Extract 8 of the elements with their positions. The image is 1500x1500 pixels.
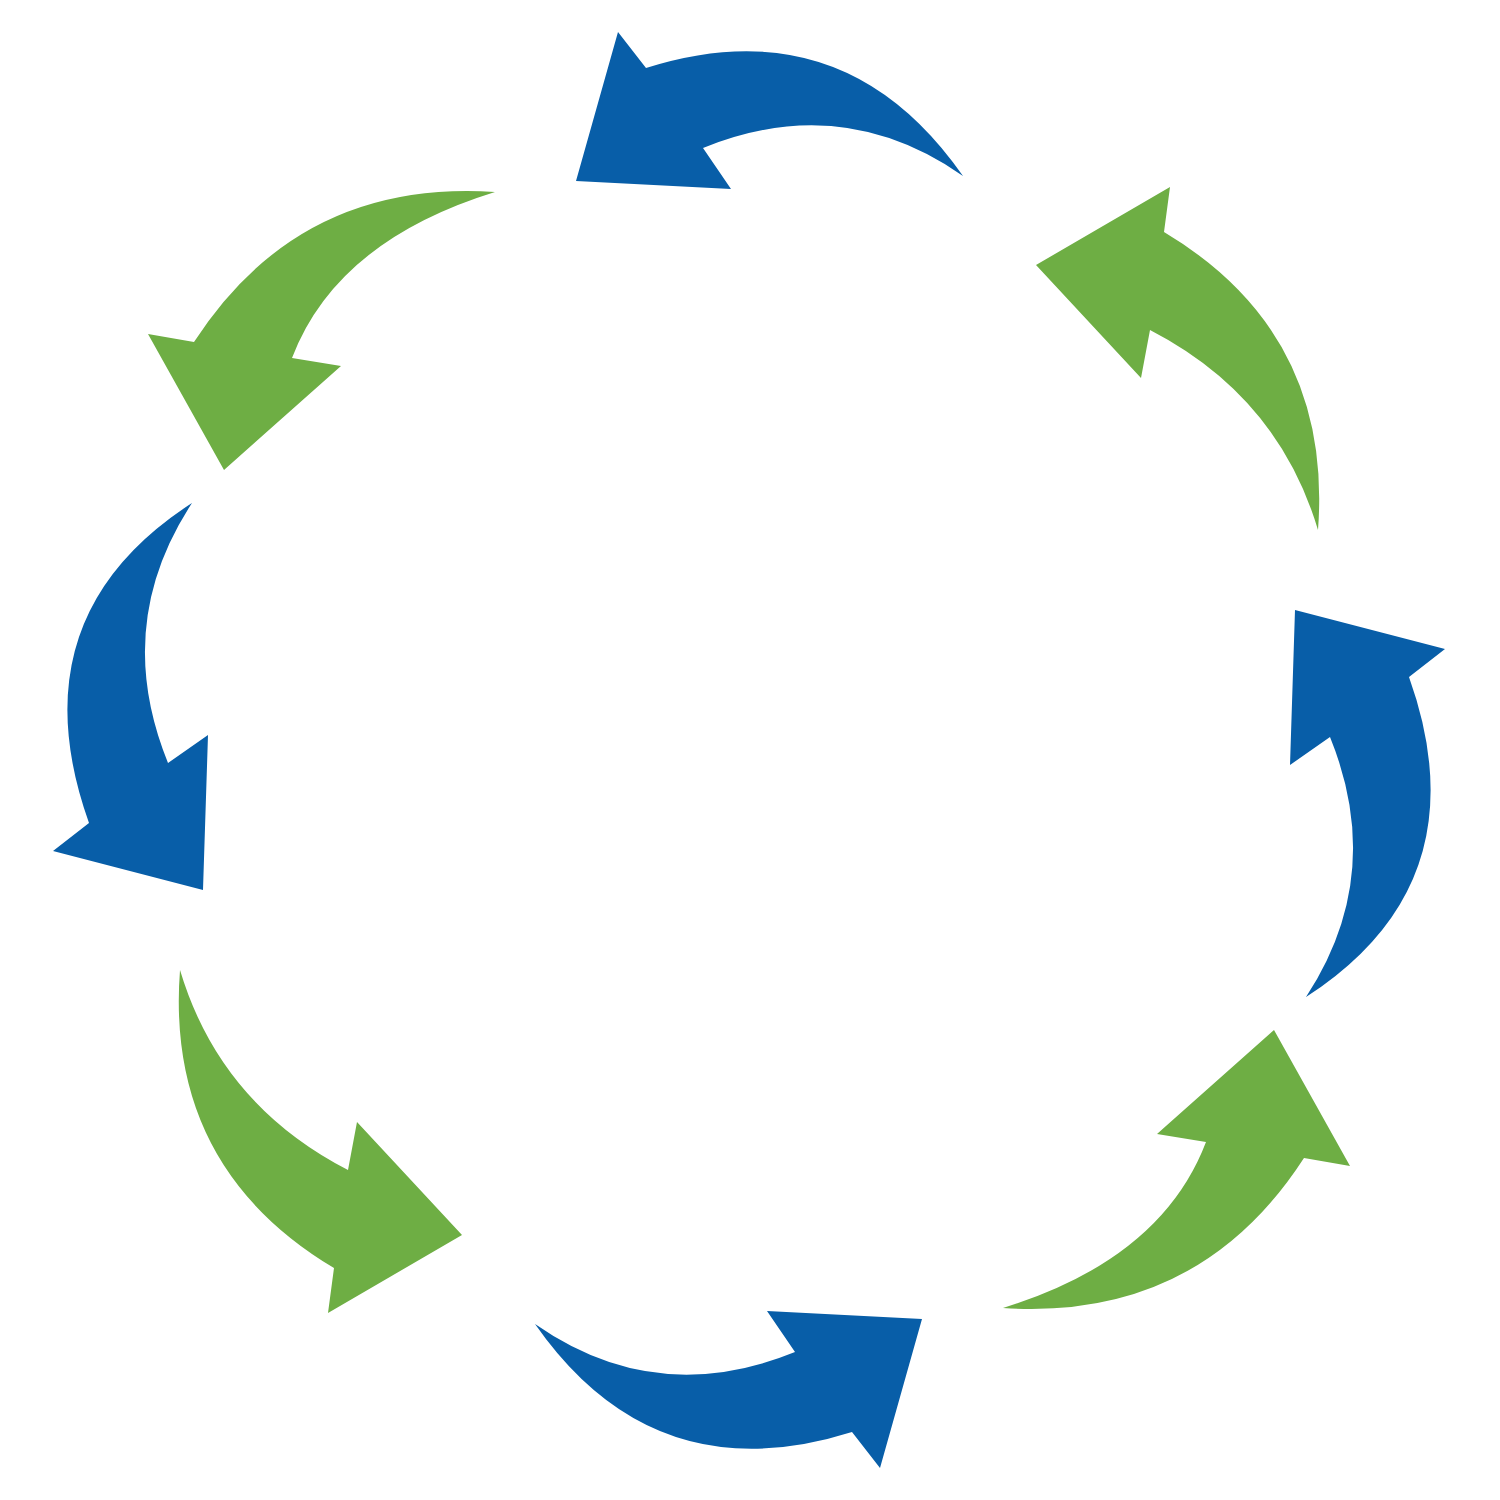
curved-arrow (53, 503, 208, 890)
curved-arrow (535, 1311, 922, 1468)
curved-arrow (1003, 1030, 1350, 1309)
curved-arrow (1290, 610, 1445, 997)
curved-arrow (1036, 187, 1320, 530)
curved-arrow (576, 32, 963, 189)
curved-arrow (148, 191, 495, 470)
curved-arrow (178, 970, 462, 1313)
